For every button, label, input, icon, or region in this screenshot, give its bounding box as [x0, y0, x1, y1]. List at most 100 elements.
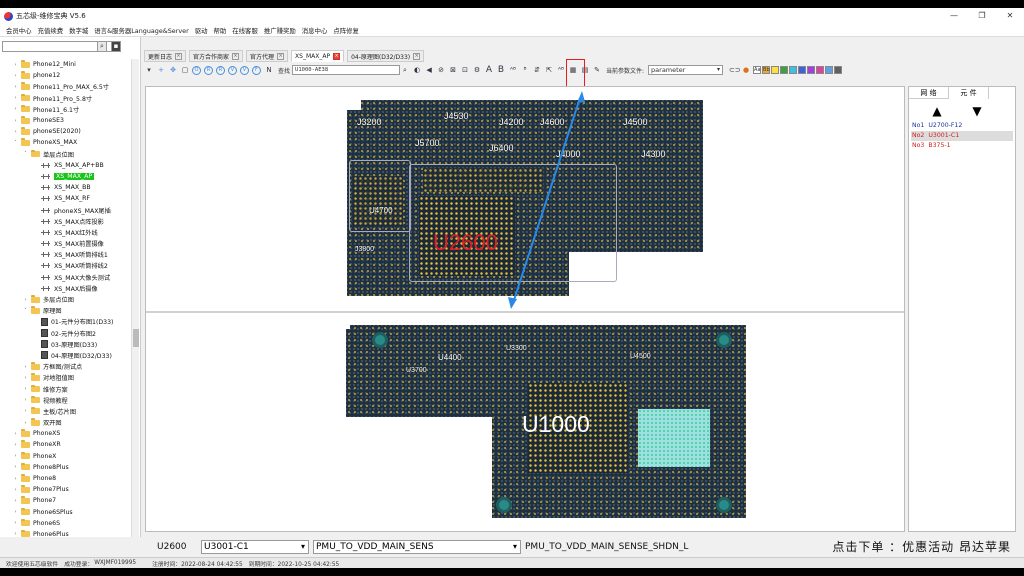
prev-icon[interactable]: ◀: [426, 66, 432, 74]
menu-item[interactable]: 充值续费: [37, 26, 64, 35]
filter-v-icon[interactable]: V: [228, 65, 237, 75]
tree-item[interactable]: ›phone12: [0, 70, 128, 81]
net-select[interactable]: PMU_TO_VDD_MAIN_SENS: [313, 539, 521, 554]
expand-toggle-icon[interactable]: ›: [14, 453, 17, 460]
expand-toggle-icon[interactable]: ›: [14, 61, 17, 68]
promo-link[interactable]: 点击下单 ：优惠活动 昂达苹果: [832, 540, 1011, 554]
tree-item[interactable]: XS_MAX红外线: [0, 227, 128, 238]
pane-divider[interactable]: [146, 311, 904, 313]
filter-f-icon[interactable]: F: [252, 65, 261, 75]
search-icon[interactable]: ⌕: [97, 41, 107, 52]
mirror-icon[interactable]: ⊠: [450, 66, 456, 74]
doc-tab[interactable]: 更新日志×: [144, 50, 187, 62]
magnifier-icon[interactable]: ⌕: [403, 66, 407, 74]
doc-tab[interactable]: 官方代理×: [246, 50, 289, 62]
edit-icon[interactable]: ✎: [594, 66, 600, 74]
expand-toggle-icon[interactable]: ›: [14, 497, 17, 504]
tree-item[interactable]: ›PhoneXR: [0, 439, 128, 450]
color-swatch[interactable]: [816, 66, 825, 74]
expand-toggle-icon[interactable]: ›: [24, 386, 27, 393]
doc-tab[interactable]: 官方合作商家×: [189, 50, 244, 62]
color-swatch[interactable]: Aa: [753, 66, 762, 74]
expand-toggle-icon[interactable]: ›: [24, 419, 27, 426]
color-swatch[interactable]: [825, 66, 834, 74]
tree-item[interactable]: ›方框图/测试点: [0, 361, 128, 372]
filter-v2-icon[interactable]: V: [240, 65, 249, 75]
tree-item[interactable]: ›Phone11_6.1寸: [0, 104, 128, 115]
sidebar-scrollbar[interactable]: [131, 59, 139, 537]
letter-a-button[interactable]: A: [485, 65, 493, 75]
collapse-icon[interactable]: ▪: [111, 41, 121, 52]
menu-item[interactable]: 消息中心: [301, 26, 328, 35]
expand-toggle-icon[interactable]: ›: [14, 475, 17, 482]
close-button[interactable]: ✕: [1006, 11, 1014, 20]
pcb-board-top[interactable]: J3200 J4530 J4200 J4600 J4500 J5700 J640…: [347, 100, 703, 296]
expand-toggle-icon[interactable]: ›: [14, 128, 17, 135]
link-icon[interactable]: ⇱: [546, 66, 552, 74]
menu-item[interactable]: 在线客服: [232, 26, 258, 35]
tree-item[interactable]: ›PhoneXS: [0, 428, 128, 439]
search-field[interactable]: U1000-AE38: [292, 65, 401, 75]
layer-swap-icon[interactable]: ⇵: [534, 66, 540, 74]
expand-toggle-icon[interactable]: ›: [24, 408, 27, 415]
text-ab2-icon[interactable]: ᴬᴮ: [557, 66, 565, 74]
close-tab-icon[interactable]: ×: [277, 52, 285, 60]
expand-toggle-icon[interactable]: ›: [14, 531, 17, 537]
tree-item[interactable]: ›Phone6Plus: [0, 529, 128, 537]
grid-icon[interactable]: ▦: [569, 66, 577, 74]
filter-r-icon[interactable]: R: [204, 65, 213, 75]
tree-item[interactable]: 04-原理图(D32/D33): [0, 350, 128, 361]
tree-item[interactable]: ›多层点位图: [0, 294, 128, 305]
expand-toggle-icon[interactable]: ›: [14, 509, 17, 516]
tree-item[interactable]: ˅PhoneXS_MAX: [0, 137, 128, 148]
doc-tab[interactable]: XS_MAX_AP×: [291, 50, 345, 62]
close-tab-icon[interactable]: ×: [232, 52, 240, 60]
param-select[interactable]: parameter: [648, 65, 724, 75]
doc-tab[interactable]: 04-原理图(D32/D33)×: [347, 50, 425, 62]
expand-toggle-icon[interactable]: ›: [14, 72, 17, 79]
tree-item[interactable]: 03-原理图(D33): [0, 339, 128, 350]
expand-toggle-icon[interactable]: ›: [24, 296, 27, 303]
expand-toggle-icon[interactable]: ›: [14, 95, 17, 102]
tree-item[interactable]: XS_MAX听筒排线2: [0, 260, 128, 271]
tree-item[interactable]: ›主板/芯片图: [0, 406, 128, 417]
tree-item[interactable]: ›Phone12_Mini: [0, 59, 128, 70]
menu-item[interactable]: 驱动: [194, 26, 208, 35]
pcb-canvas[interactable]: J3200 J4530 J4200 J4600 J4500 J5700 J640…: [145, 86, 905, 532]
expand-toggle-icon[interactable]: ›: [14, 117, 17, 124]
tree-item[interactable]: ›PhoneX: [0, 451, 128, 462]
tree-item[interactable]: XS_MAX后摄像: [0, 283, 128, 294]
crosshair-icon[interactable]: +: [158, 66, 164, 74]
expand-toggle-icon[interactable]: ›: [14, 486, 17, 493]
tree-item[interactable]: ›对地阻值图: [0, 372, 128, 383]
tree-item[interactable]: ›维修方案: [0, 383, 128, 394]
tab-component[interactable]: 元 件: [949, 87, 989, 99]
tree-item[interactable]: XS_MAX大像头测试: [0, 272, 128, 283]
tree-item[interactable]: ›Phone8: [0, 473, 128, 484]
scroll-thumb[interactable]: [133, 329, 139, 347]
tree-item[interactable]: ›phoneSE(2020): [0, 126, 128, 137]
tree-item[interactable]: ›Phone11_Pro_5.8寸: [0, 93, 128, 104]
minimize-button[interactable]: —: [950, 11, 958, 20]
up-arrow-icon[interactable]: ▲: [932, 104, 942, 118]
text-ab-icon[interactable]: ᴬᴮ: [509, 66, 517, 74]
expand-toggle-icon[interactable]: ›: [14, 106, 17, 113]
tree-item[interactable]: ›Phone7: [0, 495, 128, 506]
filter-o-icon[interactable]: O: [192, 65, 201, 75]
contrast-icon[interactable]: ◐: [413, 66, 421, 74]
expand-toggle-icon[interactable]: ›: [24, 374, 27, 381]
color-swatch[interactable]: [780, 66, 789, 74]
expand-toggle-icon[interactable]: ˅: [14, 139, 17, 146]
color-swatch[interactable]: [798, 66, 807, 74]
tree-item[interactable]: ˅原理图: [0, 305, 128, 316]
menu-item[interactable]: 点阵修复: [333, 26, 359, 35]
color-swatch[interactable]: Bb: [762, 66, 771, 74]
tree-item[interactable]: 02-元件分布图2: [0, 328, 128, 339]
tab-network[interactable]: 网 络: [909, 87, 949, 99]
expand-toggle-icon[interactable]: ›: [14, 464, 17, 471]
tree-item[interactable]: XS_MAX听筒排线1: [0, 249, 128, 260]
tree-item[interactable]: 01-元件分布图1(D33): [0, 316, 128, 327]
expand-toggle-icon[interactable]: ›: [24, 397, 27, 404]
